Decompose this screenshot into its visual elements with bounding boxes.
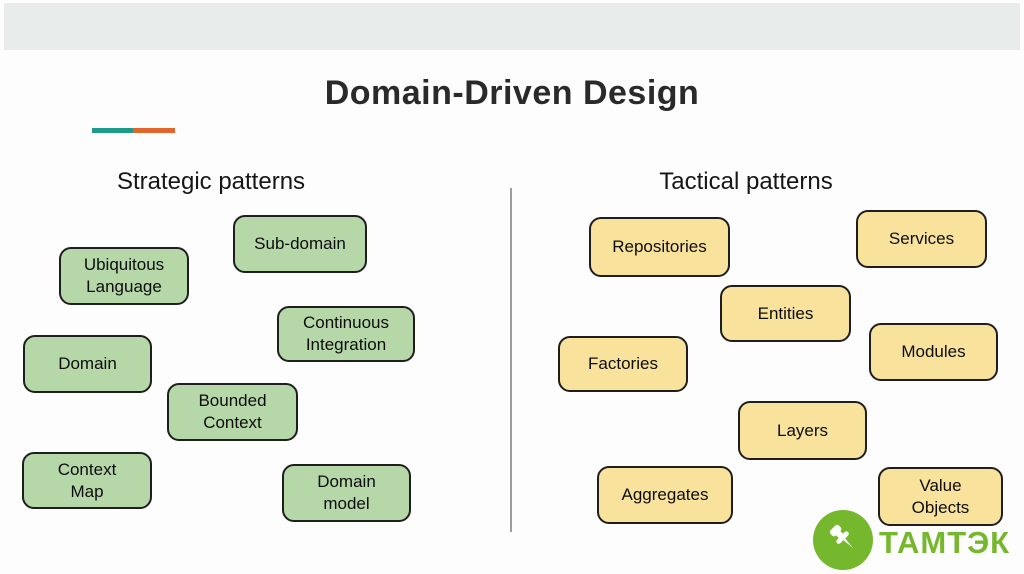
tactical-box-value-objects: Value Objects (878, 467, 1003, 526)
tactical-box-modules: Modules (869, 323, 998, 381)
top-bar (4, 3, 1020, 50)
tactical-box-layers: Layers (738, 401, 867, 460)
tactical-box-repositories: Repositories (589, 217, 730, 277)
logo-text: ТАМТЭК (879, 524, 1011, 560)
accent-underline (92, 128, 175, 133)
strategic-box-sub-domain: Sub-domain (233, 215, 367, 273)
tactical-box-factories: Factories (558, 336, 688, 392)
strategic-box-domain-model: Domain model (282, 464, 411, 522)
tactical-box-aggregates: Aggregates (597, 466, 733, 524)
pushpin-icon (825, 520, 861, 561)
tactical-patterns-heading: Tactical patterns (659, 168, 833, 195)
tamtek-logo: ТАМТЭК (813, 510, 1010, 570)
slide-title: Domain-Driven Design (324, 74, 700, 112)
strategic-box-domain: Domain (23, 335, 152, 393)
tactical-box-entities: Entities (720, 285, 851, 342)
strategic-box-continuous-integration: Continuous Integration (277, 306, 415, 362)
strategic-box-context-map: Context Map (22, 452, 152, 509)
accent-underline-teal (92, 128, 133, 133)
strategic-box-bounded-context: Bounded Context (167, 383, 298, 441)
logo-circle (813, 510, 873, 570)
accent-underline-orange (133, 128, 175, 133)
tactical-box-services: Services (856, 210, 987, 268)
strategic-patterns-heading: Strategic patterns (116, 168, 306, 195)
column-divider (510, 188, 512, 532)
strategic-box-ubiquitous-language: Ubiquitous Language (59, 247, 189, 305)
